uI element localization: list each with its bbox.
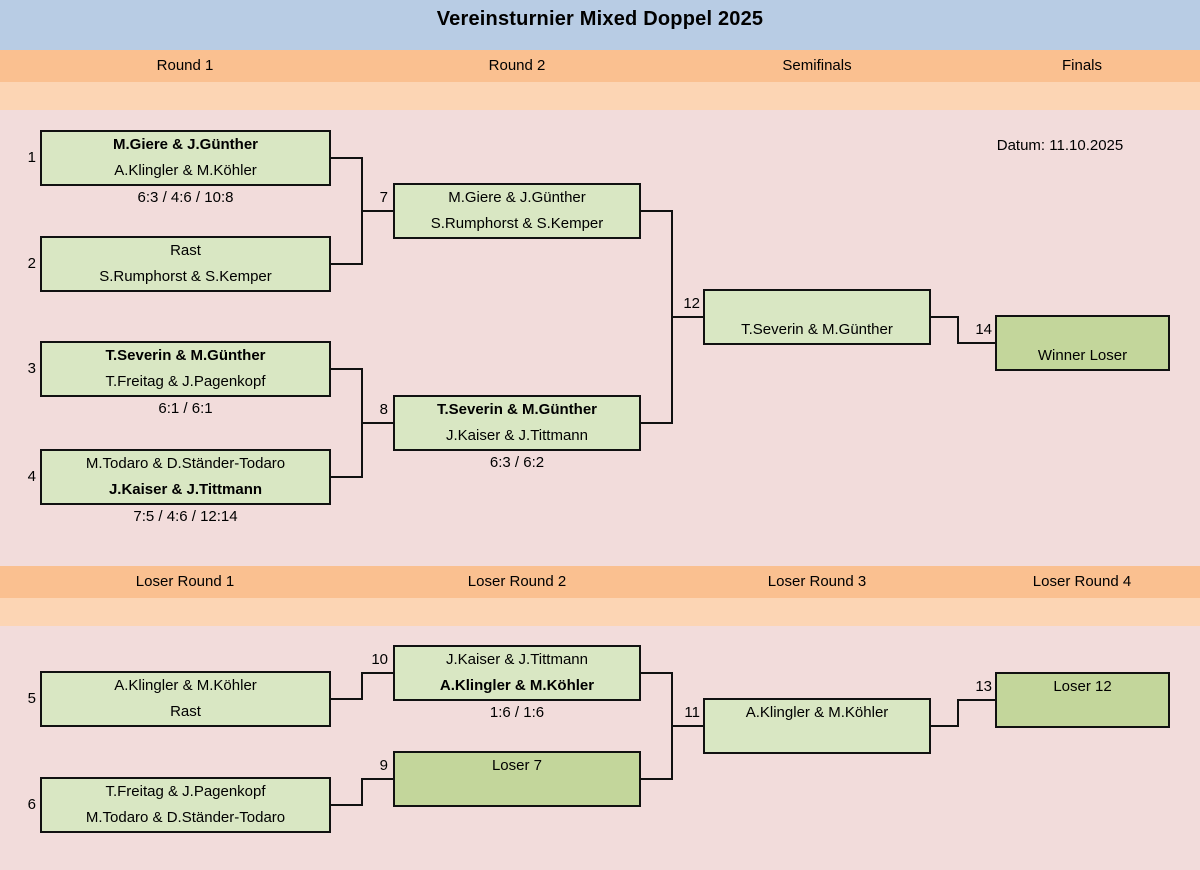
connector: [957, 699, 995, 701]
connector: [957, 699, 959, 727]
match-team-1: M.Giere & J.Günther: [448, 189, 586, 206]
connector: [331, 368, 363, 370]
connector: [331, 698, 363, 700]
match-number: 2: [27, 255, 36, 272]
match-team-2: A.Klingler & M.Köhler: [114, 162, 257, 179]
match-team-1: A.Klingler & M.Köhler: [745, 704, 889, 721]
match-number: 7: [379, 189, 388, 206]
match-number: 6: [27, 796, 36, 813]
match-number: 11: [684, 704, 700, 721]
match-score-3: 6:1 / 6:1: [158, 400, 213, 417]
match-team-1: T.Freitag & J.Pagenkopf: [105, 783, 266, 800]
loser-round-band: [0, 566, 1200, 598]
connector: [331, 476, 363, 478]
match-team-2: Rast: [170, 703, 201, 720]
match-box-1[interactable]: M.Giere & J.Günther A.Klingler & M.Köhle…: [40, 130, 331, 186]
match-box-6[interactable]: T.Freitag & J.Pagenkopf M.Todaro & D.Stä…: [40, 777, 331, 833]
connector: [671, 316, 703, 318]
connector: [957, 342, 995, 344]
connector: [641, 210, 673, 212]
match-number: 13: [975, 678, 992, 695]
match-score-1: 6:3 / 4:6 / 10:8: [137, 189, 234, 206]
match-team-1: A.Klingler & M.Köhler: [114, 677, 257, 694]
winner-round-band: [0, 50, 1200, 82]
match-box-4[interactable]: M.Todaro & D.Ständer-Todaro J.Kaiser & J…: [40, 449, 331, 505]
round-label-3: Semifinals: [782, 57, 852, 74]
connector: [641, 422, 673, 424]
match-box-8[interactable]: T.Severin & M.Günther J.Kaiser & J.Tittm…: [393, 395, 641, 451]
match-team-2: M.Todaro & D.Ständer-Todaro: [85, 809, 286, 826]
match-box-14[interactable]: Winner Loser: [995, 315, 1170, 371]
match-score-4: 7:5 / 4:6 / 12:14: [133, 508, 238, 525]
connector: [331, 157, 363, 159]
match-box-5[interactable]: A.Klingler & M.Köhler Rast: [40, 671, 331, 727]
match-number: 14: [975, 321, 992, 338]
page-title: Vereinsturnier Mixed Doppel 2025: [436, 8, 764, 30]
match-team-2: A.Klingler & M.Köhler: [439, 677, 595, 694]
title-band: [0, 0, 1200, 50]
winner-subband: [0, 82, 1200, 110]
round-label-4: Finals: [1061, 57, 1102, 74]
match-box-12[interactable]: T.Severin & M.Günther: [703, 289, 931, 345]
loser-subband: [0, 598, 1200, 626]
connector: [331, 804, 363, 806]
match-box-11[interactable]: A.Klingler & M.Köhler: [703, 698, 931, 754]
match-team-1: T.Severin & M.Günther: [436, 401, 598, 418]
match-team-1: Loser 7: [491, 757, 543, 774]
match-number: 3: [27, 360, 36, 377]
match-score-8: 6:3 / 6:2: [489, 454, 545, 471]
connector: [361, 778, 393, 780]
match-box-13[interactable]: Loser 12: [995, 672, 1170, 728]
match-team-1: Loser 12: [1053, 678, 1112, 695]
match-box-2[interactable]: Rast S.Rumphorst & S.Kemper: [40, 236, 331, 292]
connector: [361, 422, 393, 424]
match-box-9[interactable]: Loser 7: [393, 751, 641, 807]
connector: [957, 316, 959, 344]
match-team-1: Rast: [170, 242, 201, 259]
match-team-2: J.Kaiser & J.Tittmann: [108, 481, 263, 498]
tournament-date: Datum: 11.10.2025: [996, 137, 1124, 154]
connector: [331, 263, 363, 265]
match-number: 12: [683, 295, 700, 312]
match-team-2: T.Severin & M.Günther: [741, 321, 893, 338]
match-score-10: 1:6 / 1:6: [489, 704, 545, 721]
match-number: 1: [27, 149, 36, 166]
connector: [361, 672, 363, 700]
connector: [641, 672, 673, 674]
round-label-2: Round 2: [488, 57, 546, 74]
loser-round-label-3: Loser Round 3: [767, 573, 867, 590]
loser-round-label-2: Loser Round 2: [467, 573, 567, 590]
connector: [671, 725, 703, 727]
match-number: 8: [379, 401, 388, 418]
match-number: 10: [371, 651, 388, 668]
match-team-2: S.Rumphorst & S.Kemper: [430, 215, 604, 232]
match-team-2: J.Kaiser & J.Tittmann: [446, 427, 588, 444]
connector: [931, 316, 959, 318]
match-box-3[interactable]: T.Severin & M.Günther T.Freitag & J.Page…: [40, 341, 331, 397]
match-team-2: Winner Loser: [1037, 347, 1128, 364]
match-number: 9: [379, 757, 388, 774]
connector: [641, 778, 673, 780]
loser-round-label-4: Loser Round 4: [1032, 573, 1132, 590]
match-team-1: T.Severin & M.Günther: [105, 347, 266, 364]
loser-round-label-1: Loser Round 1: [135, 573, 235, 590]
match-team-2: S.Rumphorst & S.Kemper: [99, 268, 272, 285]
connector: [361, 210, 393, 212]
connector: [361, 672, 393, 674]
match-team-1: M.Todaro & D.Ständer-Todaro: [85, 455, 286, 472]
match-box-10[interactable]: J.Kaiser & J.Tittmann A.Klingler & M.Köh…: [393, 645, 641, 701]
match-number: 4: [27, 468, 36, 485]
match-number: 5: [27, 690, 36, 707]
match-box-7[interactable]: M.Giere & J.Günther S.Rumphorst & S.Kemp…: [393, 183, 641, 239]
match-team-1: J.Kaiser & J.Tittmann: [446, 651, 588, 668]
match-team-2: T.Freitag & J.Pagenkopf: [105, 373, 266, 390]
match-team-1: M.Giere & J.Günther: [112, 136, 259, 153]
connector: [931, 725, 959, 727]
connector: [361, 778, 363, 806]
round-label-1: Round 1: [156, 57, 214, 74]
